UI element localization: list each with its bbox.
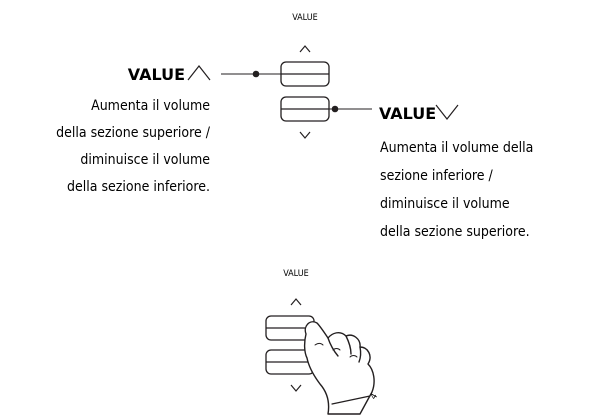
right-callout-line-2: sezione inferiore / — [380, 168, 494, 184]
pressing-hand-icon — [303, 321, 375, 415]
panel-label-top: VALUE — [292, 13, 318, 23]
right-callout-line-1: Aumenta il volume della — [380, 140, 533, 156]
up-arrow-icon — [299, 45, 311, 53]
left-callout-line-3: diminuisce il volume — [80, 152, 210, 168]
left-callout-title: VALUE — [128, 65, 185, 84]
right-callout-title: VALUE — [379, 104, 436, 123]
up-arrow-icon — [290, 298, 302, 306]
left-callout-line-1: Aumenta il volume — [91, 98, 210, 114]
left-leader-line — [221, 70, 281, 78]
down-arrow-icon — [299, 131, 311, 139]
left-callout-line-2: della sezione superiore / — [56, 125, 211, 141]
value-up-button[interactable] — [280, 61, 330, 87]
left-callout: VALUE Aumenta il volume della sezione su… — [56, 65, 211, 195]
right-leader-line — [329, 105, 372, 113]
panel-label-bottom: VALUE — [283, 269, 309, 279]
value-down-button[interactable] — [280, 96, 330, 122]
right-callout: VALUE Aumenta il volume della sezione in… — [379, 104, 533, 240]
left-callout-line-4: della sezione inferiore. — [67, 179, 210, 195]
right-callout-line-3: diminuisce il volume — [380, 196, 510, 212]
finger-number-label: 4 — [369, 392, 380, 401]
down-arrow-icon — [290, 384, 302, 392]
up-chevron-icon — [187, 65, 211, 81]
down-chevron-icon — [435, 104, 459, 120]
right-callout-line-4: della sezione superiore. — [380, 224, 530, 240]
